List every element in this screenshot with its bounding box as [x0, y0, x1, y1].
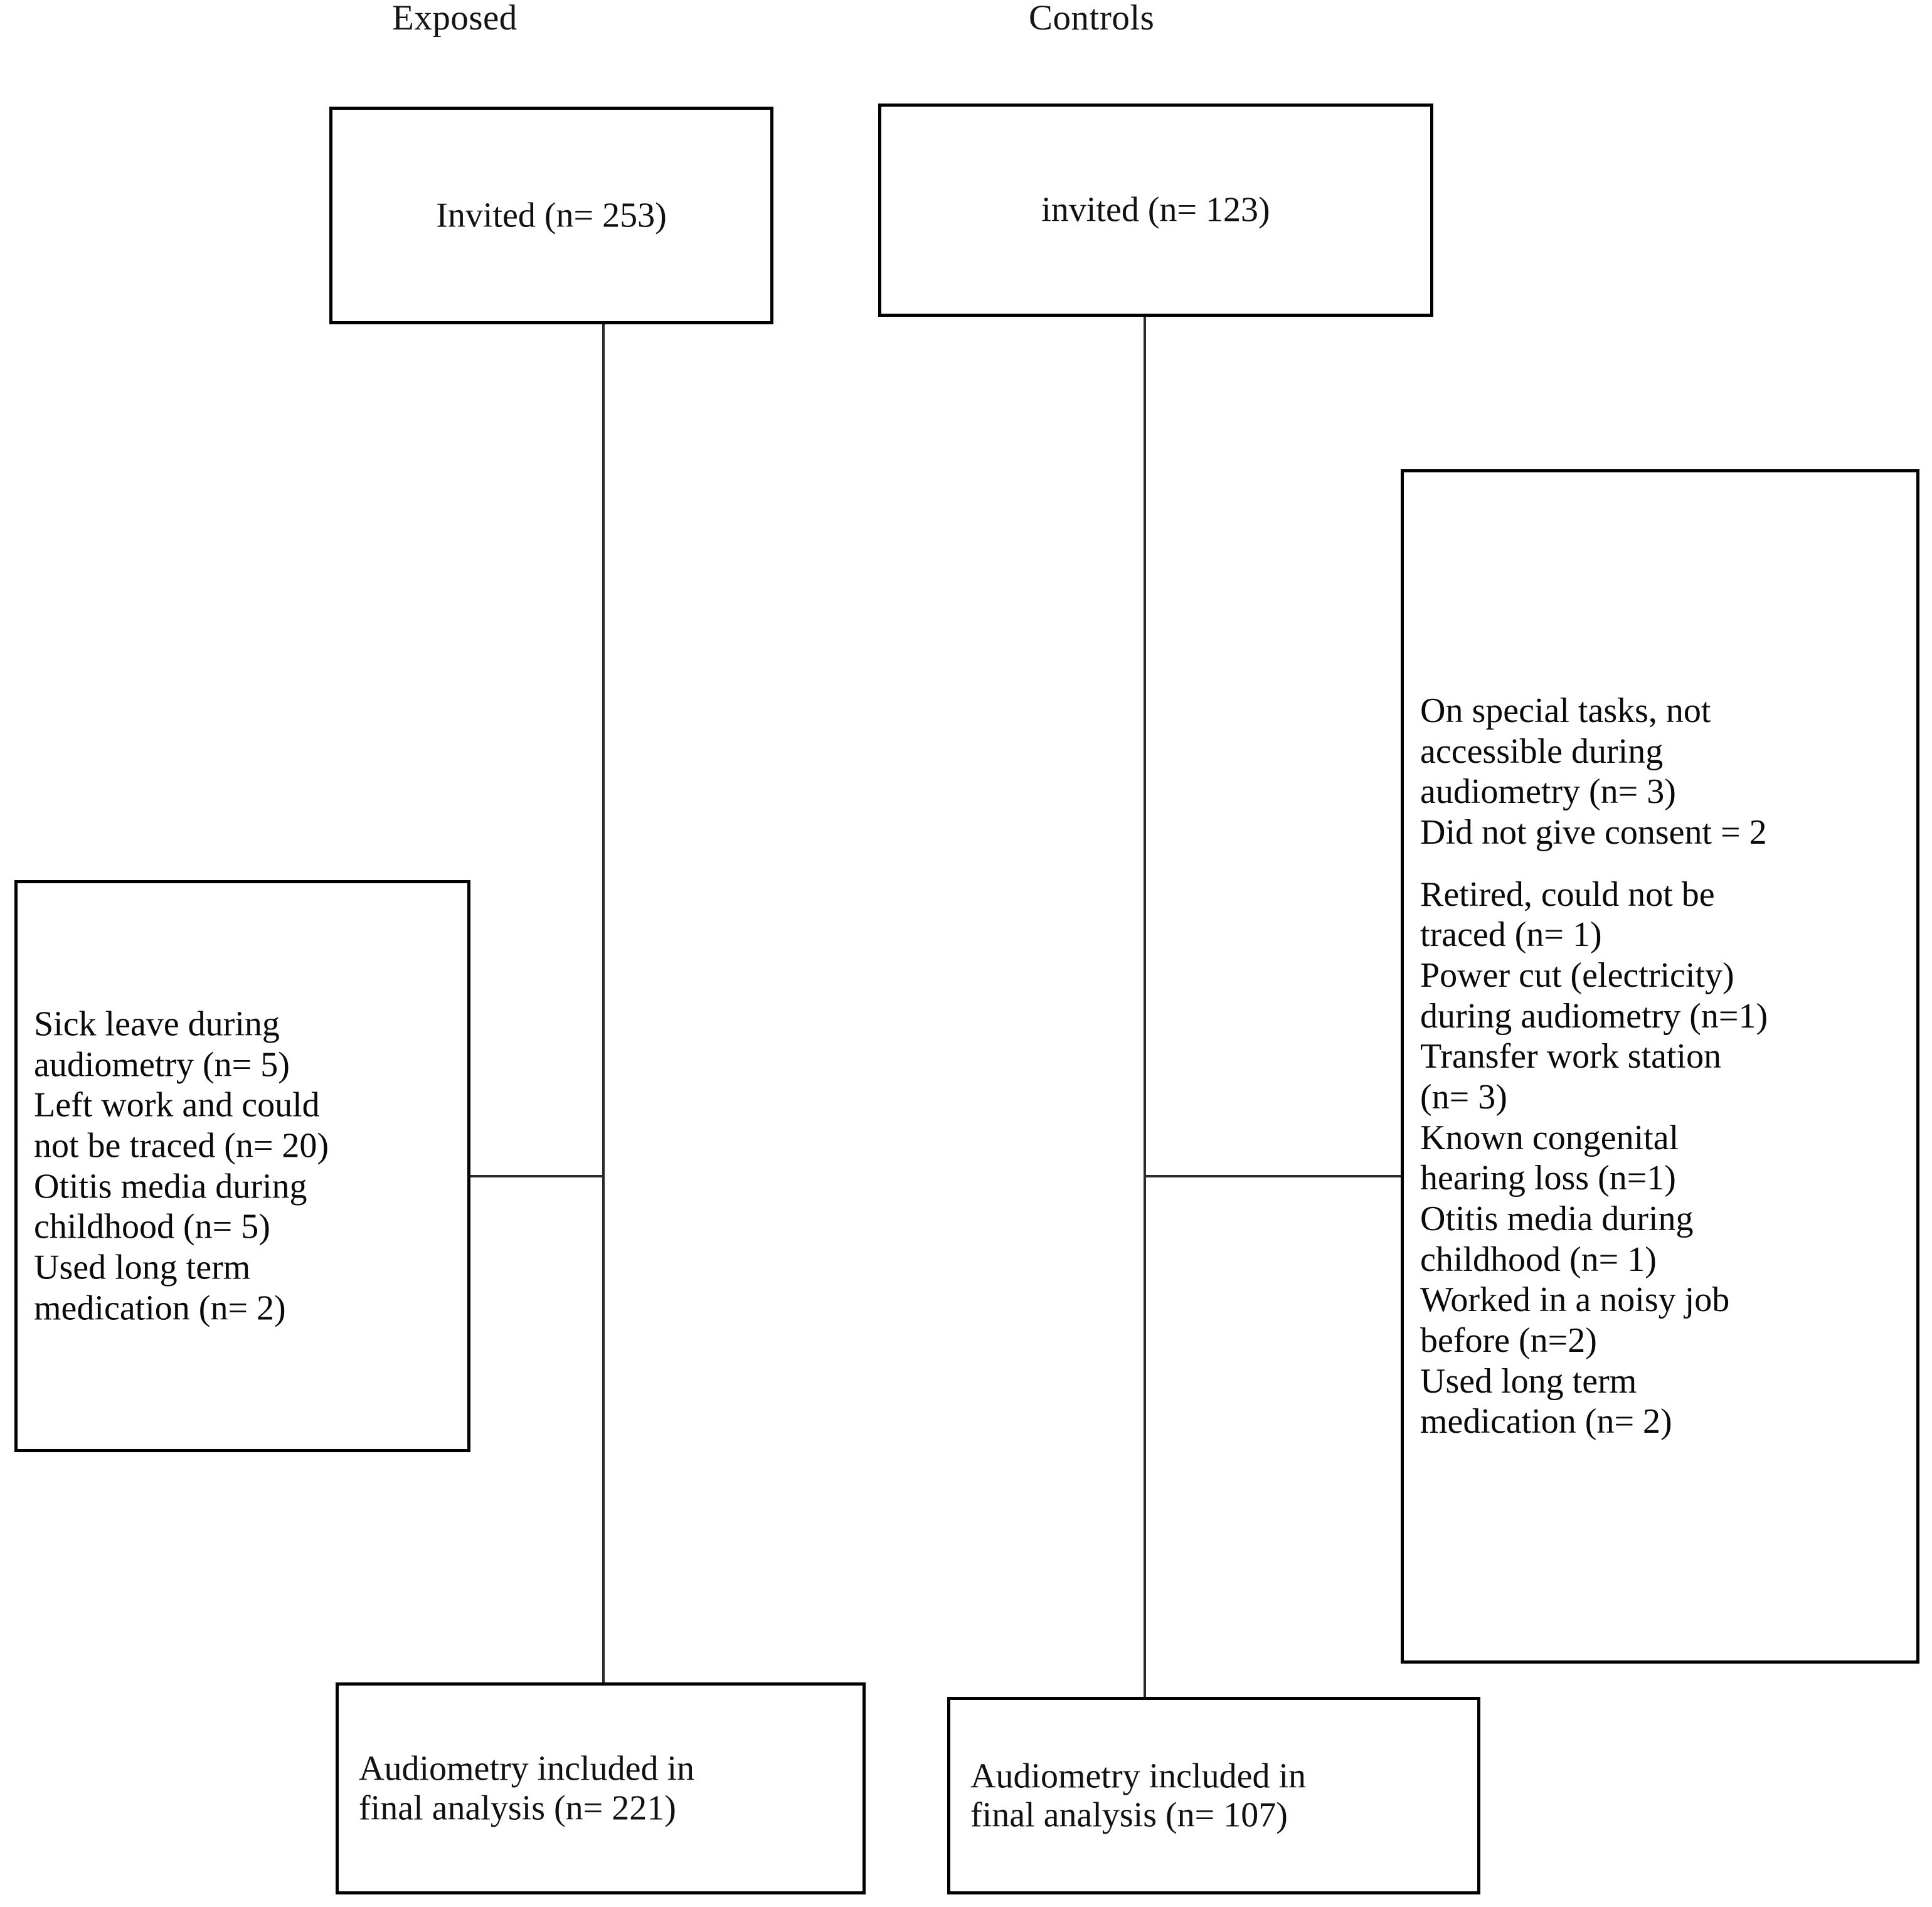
list-item: Did not give consent = 2 [1420, 812, 1767, 852]
list-item: Retired, could not be traced (n= 1) [1420, 874, 1715, 955]
list-item: Used long term medication (n= 2) [1420, 1361, 1672, 1442]
node-controls-invited-label: invited (n= 123) [1041, 190, 1270, 230]
list-item: Transfer work station (n= 3) [1420, 1037, 1722, 1117]
column-header-controls: Controls [1029, 0, 1155, 38]
node-exposed-final-analysis-label: Audiometry included in final analysis (n… [359, 1749, 695, 1827]
list-spacer [1420, 853, 1908, 874]
list-item: Known congenital hearing loss (n=1) [1420, 1118, 1679, 1198]
node-controls-final-analysis: Audiometry included in final analysis (n… [947, 1697, 1480, 1894]
column-header-exposed: Exposed [392, 0, 518, 38]
node-exposed-final-analysis: Audiometry included in final analysis (n… [336, 1682, 866, 1894]
list-item: Worked in a noisy job before (n=2) [1420, 1280, 1730, 1361]
node-controls-final-analysis-label: Audiometry included in final analysis (n… [970, 1756, 1307, 1835]
node-controls-invited: invited (n= 123) [878, 104, 1433, 317]
list-item: Left work and could not be traced (n= 20… [34, 1085, 329, 1166]
exposed-exclusion-list: Sick leave during audiometry (n= 5) Left… [34, 1004, 451, 1328]
connector-controls-exclusion-horizontal [1144, 1175, 1402, 1177]
node-controls-exclusions: On special tasks, not accessible during … [1401, 469, 1919, 1664]
list-item: Power cut (electricity) during audiometr… [1420, 955, 1768, 1036]
controls-exclusion-list: On special tasks, not accessible during … [1420, 691, 1908, 1442]
node-exposed-invited-label: Invited (n= 253) [436, 196, 667, 235]
list-item: Sick leave during audiometry (n= 5) [34, 1004, 290, 1084]
connector-exposed-exclusion-horizontal [470, 1175, 603, 1177]
list-item: Otitis media during childhood (n= 5) [34, 1167, 307, 1246]
connector-controls-vertical [1144, 317, 1146, 1700]
connector-exposed-vertical [602, 324, 605, 1692]
list-item: Used long term medication (n= 2) [34, 1248, 286, 1328]
list-item: Otitis media during childhood (n= 1) [1420, 1199, 1694, 1279]
list-item: On special tasks, not accessible during … [1420, 691, 1711, 812]
node-exposed-invited: Invited (n= 253) [329, 107, 773, 324]
node-exposed-exclusions: Sick leave during audiometry (n= 5) Left… [14, 880, 470, 1452]
